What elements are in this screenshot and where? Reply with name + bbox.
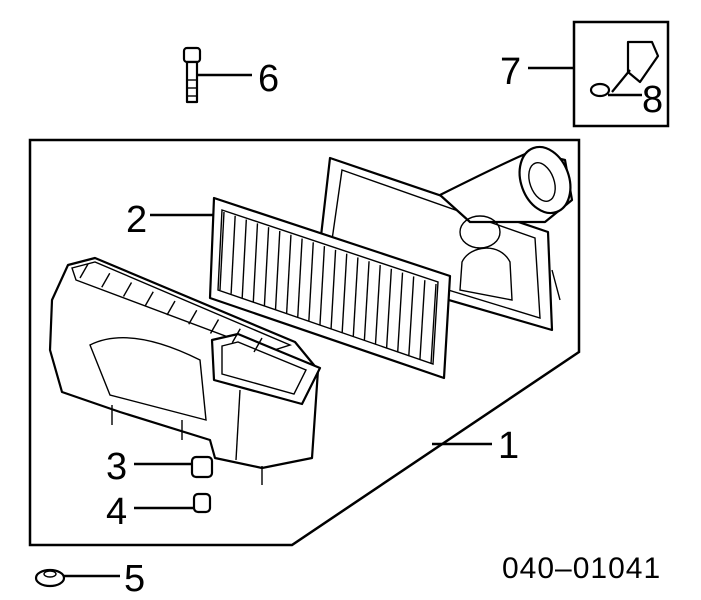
- callout-2: 2: [126, 199, 147, 241]
- callout-4: 4: [106, 491, 127, 533]
- air-cleaner-housing-icon: [48, 256, 322, 485]
- housing-rib: [209, 319, 220, 334]
- housing-rib: [122, 282, 133, 297]
- callout-7: 7: [500, 51, 521, 93]
- filter-pleat: [341, 253, 348, 333]
- callout-1: 1: [498, 425, 519, 467]
- filter-pleat: [385, 268, 393, 349]
- filter-pleat: [352, 257, 359, 337]
- housing-rib: [188, 309, 198, 325]
- housing-rib: [101, 272, 111, 288]
- filter-pleat: [252, 223, 259, 302]
- filter-pleat: [308, 242, 314, 322]
- filter-pleat: [230, 215, 236, 294]
- sensor-icon: [611, 40, 660, 93]
- filter-pleat: [396, 272, 404, 353]
- filter-pleat: [419, 280, 426, 361]
- bolt-icon: [182, 46, 202, 104]
- filter-pleat: [263, 227, 270, 306]
- grommet-icon: [190, 455, 214, 479]
- filter-pleat: [330, 249, 337, 329]
- filter-pleat: [297, 238, 303, 318]
- housing-rib: [231, 328, 241, 344]
- washer-icon: [589, 82, 611, 98]
- filter-pleat: [363, 261, 370, 341]
- filter-pleat: [285, 234, 292, 314]
- callout-8: 8: [642, 79, 663, 121]
- sensor-box: [572, 20, 670, 128]
- housing-rib: [166, 300, 176, 316]
- callout-3: 3: [106, 446, 127, 488]
- filter-pleat: [374, 265, 381, 345]
- filter-pleat: [430, 283, 437, 365]
- assembly-frame: [28, 138, 581, 547]
- filter-pleat: [241, 219, 248, 298]
- housing-rib: [253, 337, 263, 353]
- housing-cover-icon: [316, 145, 574, 332]
- housing-rib: [79, 263, 89, 279]
- callout-6: 6: [258, 58, 279, 100]
- air-filter-element-icon: [208, 196, 452, 380]
- filter-pleat: [274, 230, 281, 310]
- filter-pleat: [219, 211, 225, 291]
- nut-icon: [34, 568, 66, 588]
- filter-pleat: [319, 246, 326, 326]
- grommet-small-icon: [192, 492, 212, 514]
- filter-pleat: [408, 276, 415, 357]
- diagram-code: 040–01041: [502, 552, 661, 585]
- housing-rib: [144, 291, 154, 307]
- callout-5: 5: [124, 558, 145, 600]
